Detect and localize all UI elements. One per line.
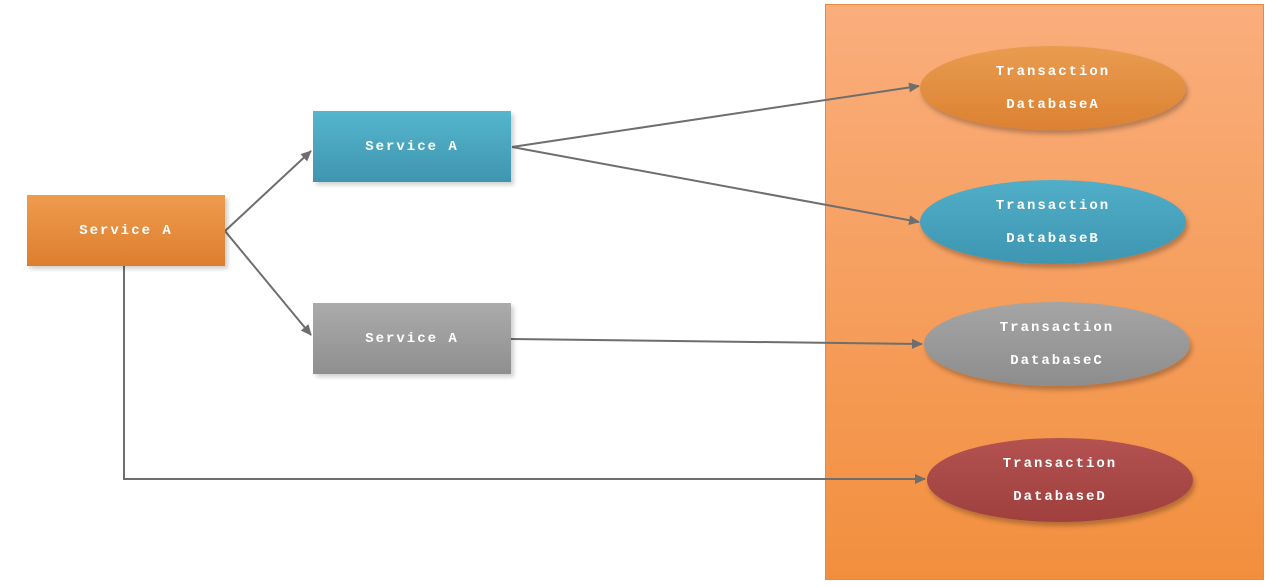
service-node-teal: Service A — [313, 111, 511, 182]
arrow-service-orange-to-service-gray — [224, 230, 312, 336]
arrow-service-orange-to-database-d — [123, 266, 926, 484]
database-label-line2: DatabaseC — [1010, 352, 1104, 369]
arrow-service-teal-to-database-b — [511, 146, 920, 226]
database-label-line1: Transaction — [995, 197, 1111, 214]
database-node-d: Transaction DatabaseD — [927, 438, 1193, 522]
service-node-label: Service A — [365, 138, 459, 155]
database-node-c: Transaction DatabaseC — [924, 302, 1190, 386]
database-node-a: Transaction DatabaseA — [920, 46, 1186, 130]
database-label-line2: DatabaseD — [1013, 488, 1107, 505]
service-node-label: Service A — [79, 222, 173, 239]
database-label-line2: DatabaseB — [1006, 230, 1100, 247]
database-label-line1: Transaction — [999, 319, 1115, 336]
database-label-line2: DatabaseA — [1006, 96, 1100, 113]
service-node-label: Service A — [365, 330, 459, 347]
arrow-service-orange-to-service-teal — [224, 150, 312, 232]
service-node-orange: Service A — [27, 195, 225, 266]
database-label-line1: Transaction — [995, 63, 1111, 80]
service-node-gray: Service A — [313, 303, 511, 374]
database-node-b: Transaction DatabaseB — [920, 180, 1186, 264]
arrow-service-gray-to-database-c — [510, 338, 923, 349]
arrow-service-teal-to-database-a — [511, 82, 920, 148]
database-label-line1: Transaction — [1002, 455, 1118, 472]
